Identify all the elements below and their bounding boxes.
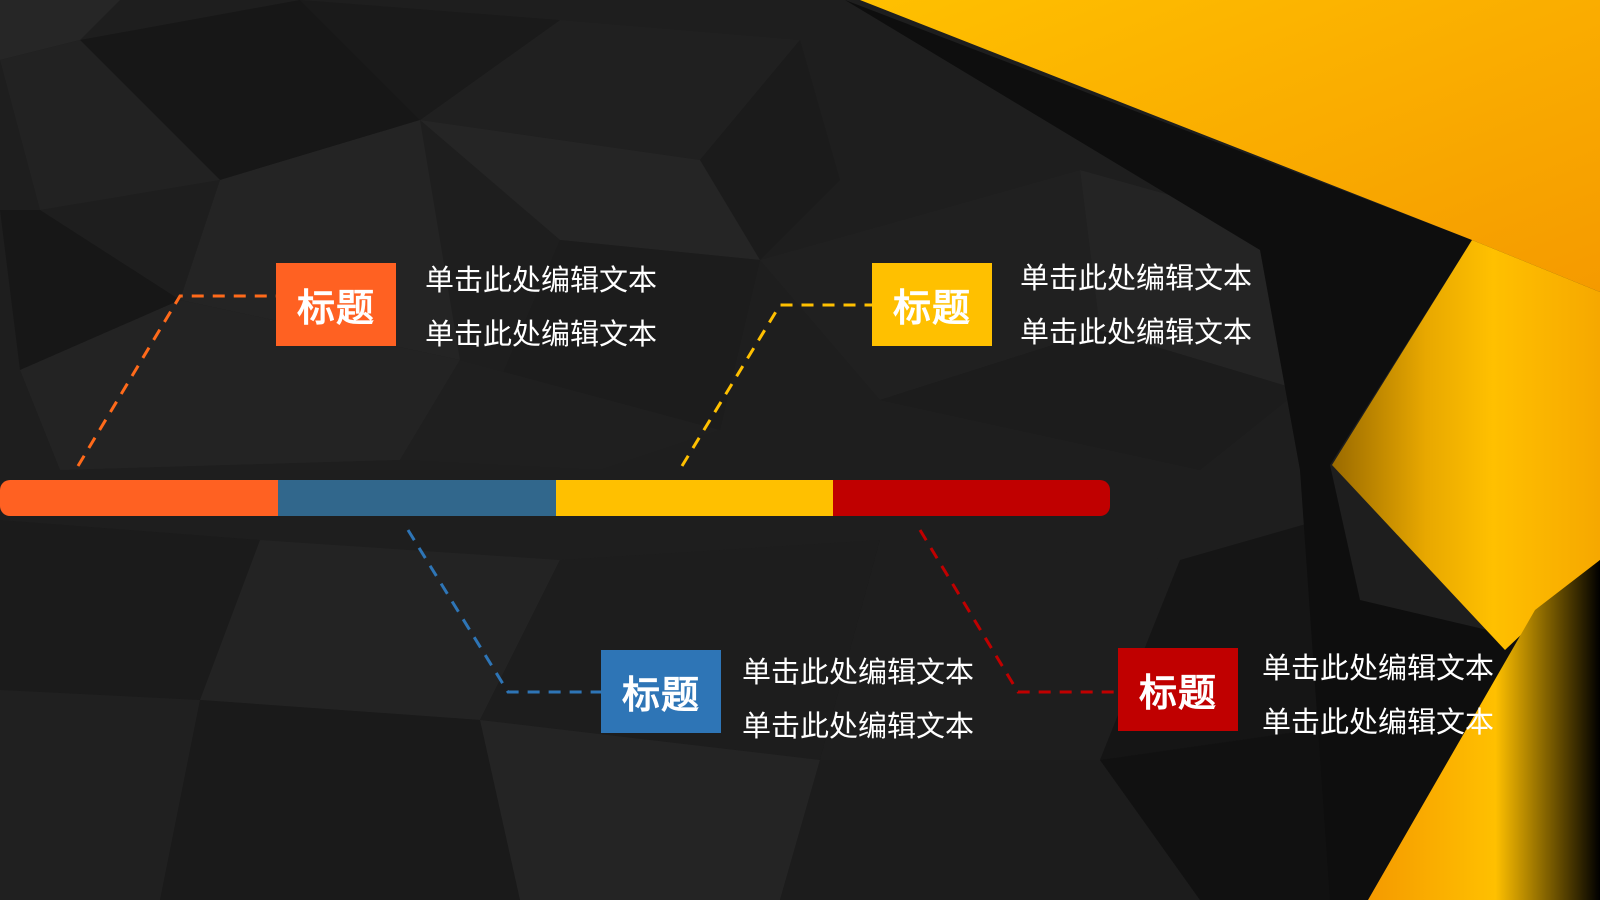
title-box-orange[interactable]: 标题 [276,263,396,346]
timeline-segment-blue [278,480,556,516]
text-line: 单击此处编辑文本 [742,709,975,743]
text-line: 单击此处编辑文本 [1262,651,1495,685]
text-line: 单击此处编辑文本 [1020,261,1253,295]
timeline-segment-orange [0,480,278,516]
title-text: 标题 [621,673,700,717]
text-line: 单击此处编辑文本 [1020,315,1253,349]
timeline-bar [0,480,1110,516]
text-line: 单击此处编辑文本 [1262,705,1495,739]
text-block-blue[interactable]: 单击此处编辑文本 单击此处编辑文本 [742,645,974,753]
text-block-red[interactable]: 单击此处编辑文本 单击此处编辑文本 [1262,641,1494,749]
text-block-yellow[interactable]: 单击此处编辑文本 单击此处编辑文本 [1020,251,1252,359]
title-box-yellow[interactable]: 标题 [872,263,992,346]
text-line: 单击此处编辑文本 [425,263,658,297]
text-line: 单击此处编辑文本 [425,317,658,351]
text-line: 单击此处编辑文本 [742,655,975,689]
timeline-segment-red [833,480,1110,516]
text-block-orange[interactable]: 单击此处编辑文本 单击此处编辑文本 [425,253,657,361]
title-box-red[interactable]: 标题 [1118,648,1238,731]
timeline-segment-yellow [556,480,833,516]
title-text: 标题 [1138,671,1217,715]
title-box-blue[interactable]: 标题 [601,650,721,733]
title-text: 标题 [296,286,375,330]
title-text: 标题 [892,286,971,330]
